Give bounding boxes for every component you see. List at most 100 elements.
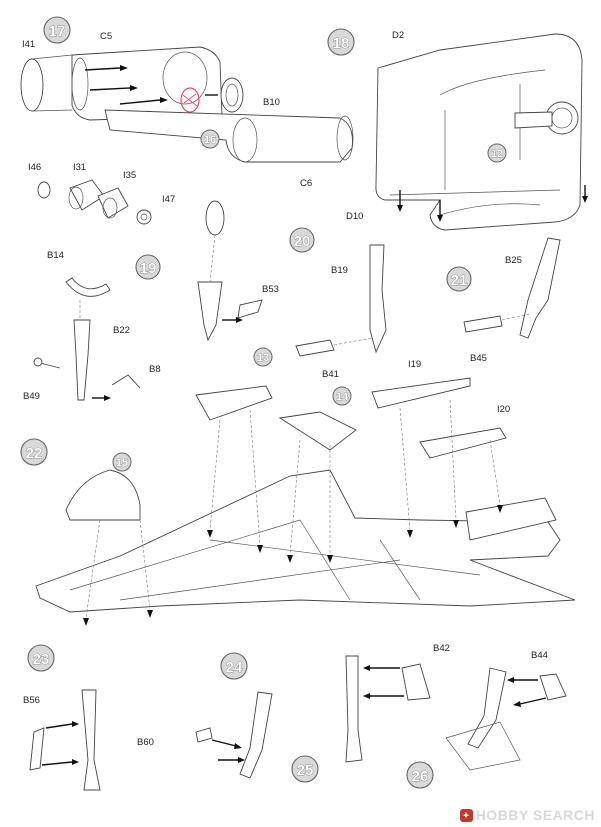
part-d10 [389,189,561,216]
part-c5-rim [71,57,89,111]
step-24-arrows [211,739,245,763]
label-b45: B45 [470,353,487,364]
part-b56 [29,727,45,771]
label-b44: B44 [531,650,548,661]
step-18-arrows [397,185,588,222]
part-b42 [401,663,431,701]
part-i41 [20,58,44,112]
watermark: ✦ HOBBY SEARCH [459,807,595,823]
label-d10: D10 [346,211,363,222]
step-19-guides [79,234,216,320]
main-gear-strut-23 [81,689,101,791]
label-b14: B14 [47,250,64,261]
step-23-group: 23 B56 [23,644,101,791]
label-b49: B49 [23,391,40,402]
label-c6: C6 [300,178,312,189]
part-b60 [195,727,213,743]
part-c6 [104,109,353,163]
main-gear-strut-25 [345,655,363,763]
part-c5-inner [162,51,208,105]
step-24-circle [220,652,248,680]
part-i19 [371,377,471,409]
part-b45 [463,315,503,333]
label-i19: I19 [408,359,421,370]
sub-step-12-circle [487,143,507,163]
part-b41 [295,339,335,357]
highlight-fan-face [180,87,200,113]
step-18-number: 18 [333,35,350,52]
label-i20: I20 [497,404,510,415]
part-b22 [73,319,91,401]
label-i35: I35 [123,170,136,181]
step-19-group: 19 B14 B22 B53 B8 B49 [23,200,279,402]
label-b53: B53 [262,284,279,295]
step-21-group: 21 B25 B45 [446,237,561,364]
step-19-arrows [92,317,243,401]
step-25-arrows [363,665,404,699]
step-18-group: 18 12 D2 D10 [327,28,588,231]
part-i41-edge [31,54,73,112]
main-gear-strut-20 [369,244,387,354]
sub-step-13-number: 13 [257,352,269,364]
watermark-text: HOBBY SEARCH [475,807,595,823]
label-b56: B56 [23,695,40,706]
step-24-number: 24 [226,659,243,676]
label-i41: I41 [22,39,35,50]
part-b10 [220,77,244,113]
part-i31-rim [68,186,84,210]
main-gear-strut-21 [519,237,561,339]
sub-step-12-number: 12 [491,148,503,160]
step-26-group: 26 B44 [406,650,567,789]
label-b60: B60 [137,737,154,748]
step-18-circle [327,28,355,56]
sub-step-14-circle [332,386,352,406]
small-parts-group: I46 I31 I35 I47 [28,162,175,225]
part-b8 [111,374,141,389]
label-b42: B42 [433,643,450,654]
main-gear-strut-24 [239,691,273,779]
bay-13 [195,385,273,421]
main-gear-strut-26 [467,667,507,749]
step-20-number: 20 [294,233,311,250]
part-c6-end [336,115,354,161]
step-17-group: 17 16 I41 C5 B10 C6 [20,16,354,189]
label-i47: I47 [162,194,175,205]
label-b8: B8 [149,364,161,375]
wing-assembly [35,469,576,613]
part-b53 [237,299,263,319]
step-22-group: 22 13 14 15 I [20,347,576,626]
step-20-circle [289,227,315,253]
nose-gear-strut [197,281,223,342]
step-23-number: 23 [33,651,50,668]
sub-step-16-number: 16 [204,134,216,146]
part-i47-center [140,213,148,221]
step-20-guide [333,337,373,346]
sub-step-15-circle [112,452,132,472]
part-b14 [65,277,111,297]
step-22-number: 22 [26,445,43,462]
nose-wheel [205,200,225,236]
step-21-circle [446,266,472,292]
front-fairing [65,469,141,521]
step-17-circle [43,16,71,44]
part-i35-rim [102,197,118,219]
step-24-group: 24 B60 [137,652,273,779]
fan-shaft [514,111,553,129]
label-d2: D2 [392,30,404,41]
step-22-circle [20,438,48,466]
cockpit-14 [278,411,357,451]
step-26-circle [406,761,434,789]
sub-step-16-circle [200,129,220,149]
sub-step-14-number: 14 [336,391,349,403]
step-22-guides [85,399,501,619]
label-i31: I31 [73,162,86,173]
step-26-number: 26 [412,768,429,785]
part-i46 [37,181,51,199]
step-26-arrows [507,677,547,707]
step-25-group: 25 B42 [291,643,450,783]
part-b44 [539,673,567,701]
step-22-arrows [83,505,503,626]
label-b10: B10 [263,97,280,108]
sub-step-13-circle [253,347,273,367]
part-b49-end [33,357,43,367]
